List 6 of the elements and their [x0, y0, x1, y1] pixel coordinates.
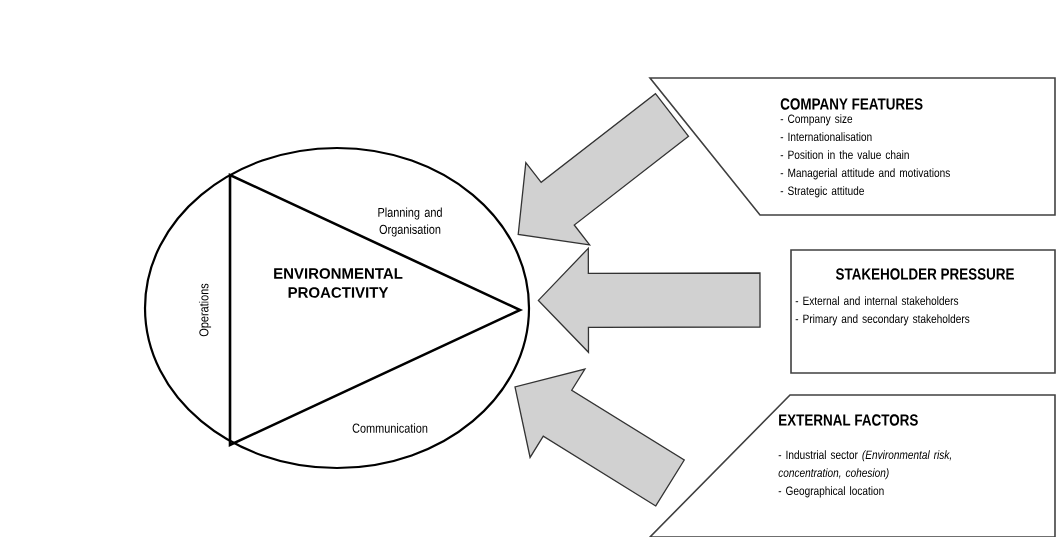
- ellipse: [143, 146, 531, 470]
- side-label: Planning and Organisation: [378, 207, 442, 237]
- side-label: Communication: [352, 423, 428, 433]
- factor-box: STAKEHOLDER PRESSURE - External and internal stakeholders - Primary and secondary stakeholders: [790, 249, 1056, 374]
- side-label: Operations: [198, 283, 212, 337]
- block-arrow: [537, 246, 761, 354]
